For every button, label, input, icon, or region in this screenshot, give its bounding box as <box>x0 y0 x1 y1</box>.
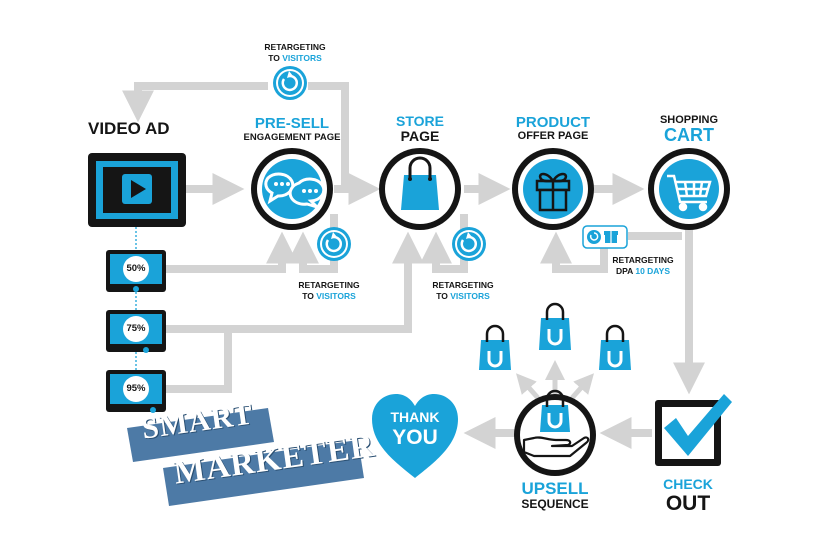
watch-level-50: 50% <box>126 263 146 274</box>
retarget-store-label: RETARGETING TO VISITORS <box>432 280 494 301</box>
thank-you-line2: YOU <box>392 426 438 449</box>
video-ad-screen <box>88 153 186 227</box>
heart-icon <box>372 394 458 478</box>
cart-node <box>648 148 730 230</box>
cart-sub-label: CART <box>664 125 714 145</box>
presell-node <box>251 148 333 230</box>
presell-sub-label: ENGAGEMENT PAGE <box>243 132 341 143</box>
retarget-badge-store <box>452 227 486 261</box>
checkout-node <box>655 394 732 466</box>
arrow-upsell-bag-right <box>570 373 594 400</box>
product-label: PRODUCT <box>515 114 591 131</box>
arrow-retarget-top-loop <box>138 82 349 189</box>
upsell-bag-right <box>599 324 631 370</box>
store-label: STORE <box>396 113 444 129</box>
checkout-sub-label: OUT <box>665 492 711 515</box>
checkbox-check-icon <box>664 394 732 456</box>
presell-label: PRE-SELL <box>254 115 330 132</box>
watch-level-75: 75% <box>126 323 146 334</box>
retarget-badge-top <box>273 66 307 100</box>
upsell-bag-mid <box>539 302 571 350</box>
brand-banner <box>127 408 364 506</box>
upsell-bag-left <box>479 324 511 370</box>
store-sub-label: PAGE <box>400 128 440 144</box>
retarget-badge-presell <box>317 227 351 261</box>
thumb-50 <box>106 250 166 292</box>
arrow-upsell-bag-left <box>516 373 540 400</box>
video-ad-label: VIDEO AD <box>88 119 170 138</box>
arrow-75-95-to-store <box>166 231 424 333</box>
cart-label: SHOPPING <box>659 114 719 126</box>
arrow-95-join <box>166 333 232 393</box>
shopping-cart-icon <box>667 174 712 212</box>
checkout-label: CHECK <box>663 476 713 492</box>
product-node <box>512 148 594 230</box>
retarget-presell-label: RETARGETING TO VISITORS <box>298 280 360 301</box>
upsell-sub-label: SEQUENCE <box>521 497 589 511</box>
retarget-top-label: RETARGETING TO VISITORS <box>264 42 326 63</box>
gift-icon <box>535 172 571 212</box>
upsell-label: UPSELL <box>521 479 589 498</box>
retarget-dpa-badge <box>582 225 628 249</box>
thumb-95 <box>106 370 166 413</box>
shopping-bag-icon <box>401 156 439 210</box>
upsell-node <box>514 389 596 476</box>
retarget-dpa-label: RETARGETING DPA 10 DAYS <box>612 255 674 276</box>
thank-you-line1: THANK <box>390 409 440 425</box>
hand-bag-icon <box>522 389 590 458</box>
arrow-50-to-presell <box>166 231 298 273</box>
play-icon <box>122 174 152 204</box>
chat-bubbles-icon <box>264 172 326 209</box>
store-node <box>379 148 461 230</box>
thumb-75 <box>106 310 166 353</box>
watch-level-95: 95% <box>126 383 146 394</box>
product-sub-label: OFFER PAGE <box>517 130 589 142</box>
